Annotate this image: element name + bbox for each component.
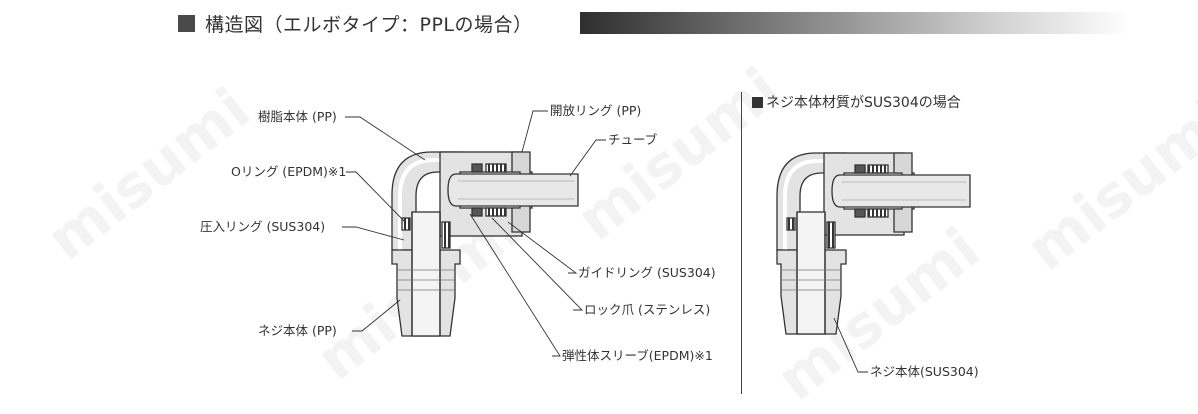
label-guide-ring: ガイドリング (SUS304) — [578, 265, 716, 280]
structure-diagram — [342, 110, 971, 373]
label-thread-body: ネジ本体 (PP) — [258, 323, 337, 338]
left-tube — [447, 173, 579, 207]
label-thread-body-sus: ネジ本体(SUS304) — [870, 364, 979, 379]
left-press-ring — [441, 221, 451, 249]
subsection-title-text: ネジ本体材質がSUS304の場合 — [766, 95, 961, 111]
label-elastic-sleeve: 弾性体スリーブ(EPDM)※1 — [562, 348, 713, 363]
right-leader-lines — [833, 317, 868, 373]
header-gradient-bar — [580, 12, 1130, 34]
header-square-icon — [178, 14, 195, 32]
label-release-ring: 開放リング (PP) — [550, 103, 642, 118]
section-divider — [741, 92, 742, 394]
page-title: 構造図（エルボタイプ：PPLの場合） — [205, 13, 533, 36]
label-resin-body: 樹脂本体 (PP) — [258, 109, 337, 124]
left-leader-lines — [342, 110, 606, 357]
left-o-ring — [401, 217, 411, 231]
label-o-ring: Oリング (EPDM)※1 — [231, 164, 347, 179]
subsection-square-icon — [752, 97, 763, 108]
section-header: 構造図（エルボタイプ：PPLの場合） — [178, 8, 533, 38]
right-tube — [831, 174, 971, 208]
right-fitting — [776, 152, 971, 335]
label-lock-claw: ロック爪 (ステンレス) — [584, 302, 711, 317]
left-lock-claw-top — [485, 163, 507, 173]
label-press-ring: 圧入リング (SUS304) — [200, 219, 326, 234]
label-tube: チューブ — [608, 132, 658, 147]
subsection-title: ネジ本体材質がSUS304の場合 — [752, 92, 961, 112]
left-fitting — [391, 151, 579, 337]
left-lock-claw-bottom — [485, 207, 507, 217]
